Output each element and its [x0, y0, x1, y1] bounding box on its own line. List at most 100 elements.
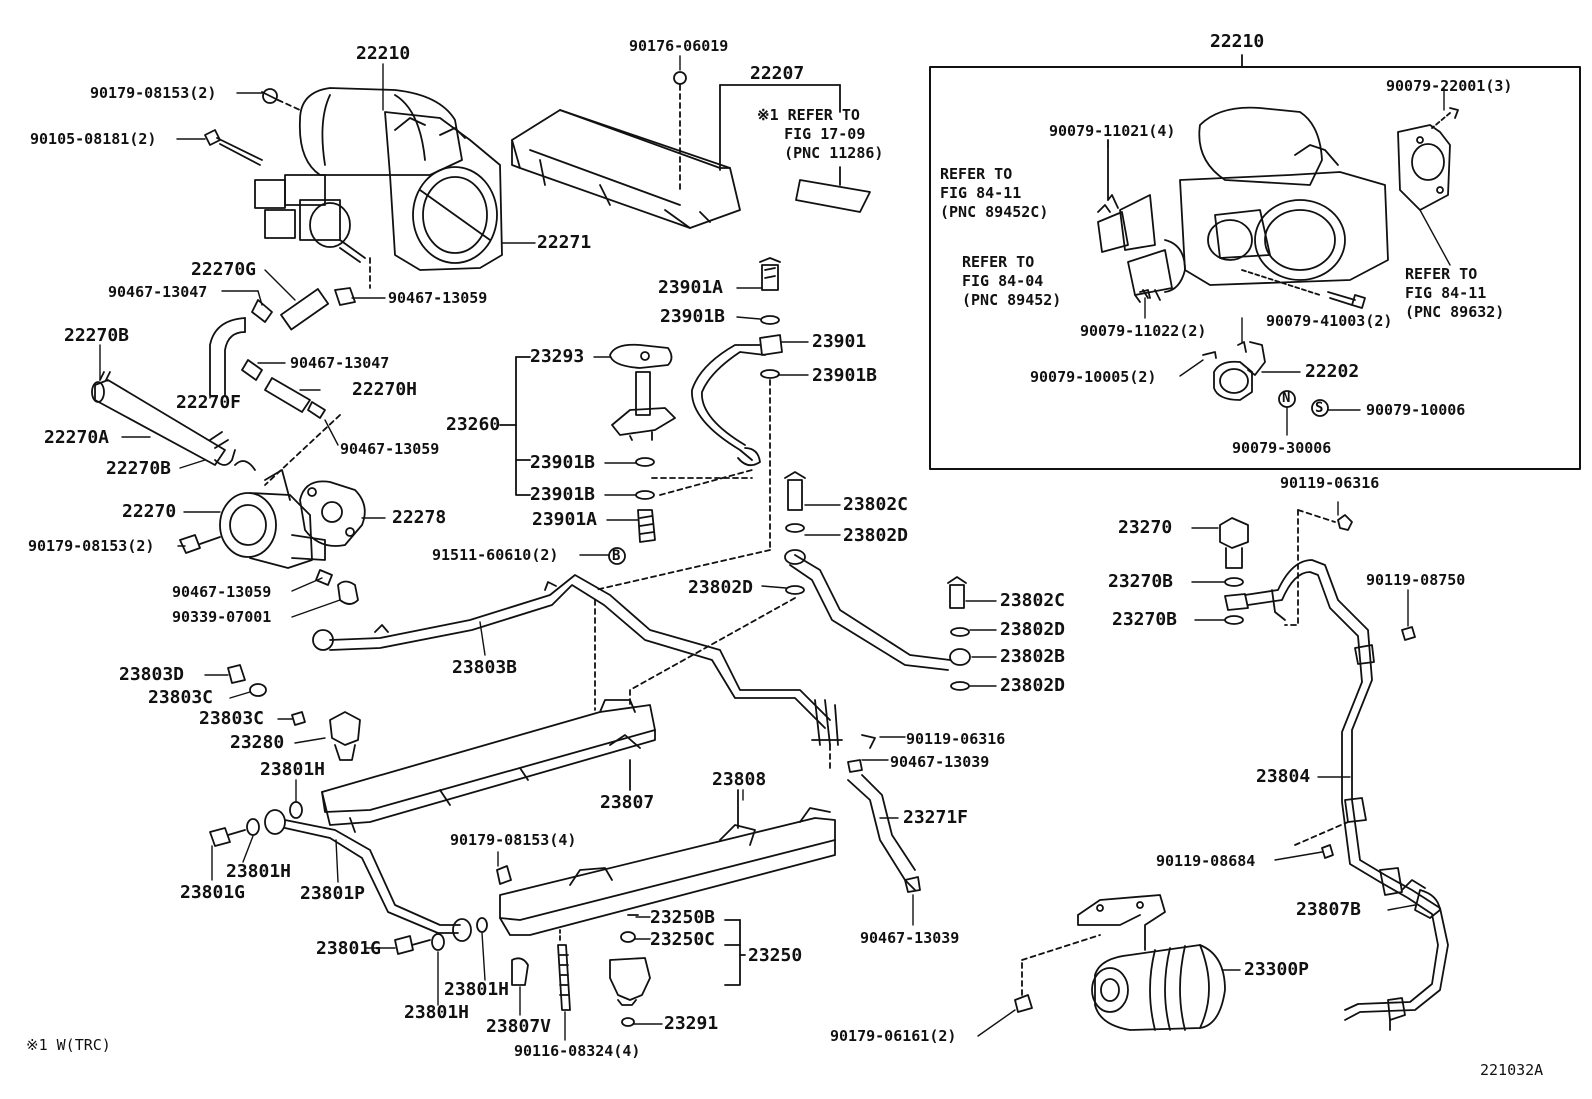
fuel-rail-23808 [499, 807, 836, 936]
label-23802b: 23802B [1000, 646, 1066, 667]
label-23300p: 23300P [1244, 959, 1310, 980]
label-23270: 23270 [1118, 517, 1173, 538]
label-90119-08684: 90119-08684 [1156, 852, 1256, 870]
label-22207: 22207 [750, 63, 805, 84]
leader-lines [99, 55, 1451, 1041]
label-23803c-b: 23803C [199, 708, 265, 729]
label-90079-41003: 90079-41003(2) [1266, 312, 1393, 330]
label-90079-10005: 90079-10005(2) [1030, 368, 1157, 386]
label-23293: 23293 [530, 346, 585, 367]
note-refer-84-11-c: REFER TO FIG 84-11 (PNC 89452C) [940, 165, 1049, 221]
throttle-body-22210 [254, 87, 503, 271]
label-90467-13047-a: 90467-13047 [108, 283, 208, 301]
label-23802d-d: 23802D [1000, 675, 1066, 696]
hose-22270f [209, 317, 246, 396]
label-23270b-a: 23270B [1108, 571, 1174, 592]
label-23250: 23250 [748, 945, 803, 966]
label-90079-22001: 90079-22001(3) [1386, 77, 1513, 95]
label-90179-06161: 90179-06161(2) [830, 1027, 957, 1045]
label-90467-13047-b: 90467-13047 [290, 354, 390, 372]
label-90079-10006: 90079-10006 [1366, 401, 1466, 419]
label-90176-06019: 90176-06019 [629, 37, 729, 55]
label-22270a: 22270A [44, 427, 110, 448]
label-23802d-c: 23802D [1000, 619, 1066, 640]
label-90467-13039-a: 90467-13039 [890, 753, 990, 771]
inset-frame [929, 66, 1581, 470]
label-23901b-r: 23901B [812, 365, 878, 386]
pipe-23801p [284, 819, 461, 926]
label-23901: 23901 [812, 331, 867, 352]
label-22270f: 22270F [176, 392, 242, 413]
label-23901a-top: 23901A [658, 277, 724, 298]
label-23807v: 23807V [486, 1016, 552, 1037]
label-23271f: 23271F [903, 807, 969, 828]
label-90467-13039-b: 90467-13039 [860, 929, 960, 947]
fuel-rail-23807 [321, 599, 656, 833]
label-23808: 23808 [712, 769, 767, 790]
diagram-id: 221032A [1480, 1061, 1544, 1079]
note-refer-84-04: REFER TO FIG 84-04 (PNC 89452) [962, 253, 1062, 309]
label-90079-11021: 90079-11021(4) [1049, 122, 1176, 140]
hose-22270g [280, 288, 330, 331]
pipe-23803b [329, 574, 831, 721]
label-22202: 22202 [1305, 361, 1360, 382]
label-23803b: 23803B [452, 657, 518, 678]
mark-s: S [1315, 400, 1324, 416]
label-23250b: 23250B [650, 907, 716, 928]
gasket-22278 [299, 480, 366, 547]
label-23802d-a: 23802D [843, 525, 909, 546]
label-23901b-l2: 23901B [530, 484, 596, 505]
label-90079-30006: 90079-30006 [1232, 439, 1332, 457]
label-90467-13059-a: 90467-13059 [388, 289, 488, 307]
footnote-trc: ※1 W(TRC) [26, 1036, 111, 1054]
label-23270b-b: 23270B [1112, 609, 1178, 630]
mark-b: B [612, 548, 621, 564]
gasket-23293 [609, 343, 673, 369]
label-23901b-l1: 23901B [530, 452, 596, 473]
label-23260: 23260 [446, 414, 501, 435]
label-23901b-top: 23901B [660, 306, 726, 327]
label-22270g: 22270G [191, 259, 257, 280]
injector-23250 [609, 957, 651, 1001]
label-23802d-b: 23802D [688, 577, 754, 598]
label-23801h-a: 23801H [260, 759, 326, 780]
label-23807: 23807 [600, 792, 655, 813]
label-22270b-top: 22270B [64, 325, 130, 346]
label-23250c: 23250C [650, 929, 716, 950]
label-23807b: 23807B [1296, 899, 1362, 920]
label-23801h-b: 23801H [226, 861, 292, 882]
damper-23300p [1077, 894, 1226, 1031]
label-22270b-mid: 22270B [106, 458, 172, 479]
label-22271: 22271 [537, 232, 592, 253]
label-23901a-bot: 23901A [532, 509, 598, 530]
vsv-22270 [219, 460, 326, 569]
label-22270: 22270 [122, 501, 177, 522]
label-90467-13059-c: 90467-13059 [172, 583, 272, 601]
label-90079-11022: 90079-11022(2) [1080, 322, 1207, 340]
label-90105-08181: 90105-08181(2) [30, 130, 157, 148]
label-90119-06316-r: 90119-06316 [1280, 474, 1380, 492]
label-23801g-b: 23801G [316, 938, 382, 959]
pipe-23901 [691, 344, 761, 461]
mark-n: N [1282, 390, 1291, 406]
note-refer-84-11-632: REFER TO FIG 84-11 (PNC 89632) [1405, 265, 1505, 321]
label-90119-06316-mid: 90119-06316 [906, 730, 1006, 748]
label-23291: 23291 [664, 1013, 719, 1034]
label-23804: 23804 [1256, 766, 1311, 787]
label-22278: 22278 [392, 507, 447, 528]
label-23801h-c: 23801H [444, 979, 510, 1000]
label-22270h: 22270H [352, 379, 418, 400]
label-90116-08324: 90116-08324(4) [514, 1042, 641, 1060]
label-23802c-b: 23802C [1000, 590, 1066, 611]
label-23801g-a: 23801G [180, 882, 246, 903]
hose-23271f [847, 774, 916, 891]
label-22210: 22210 [356, 43, 411, 64]
pipe-23802 [794, 554, 951, 661]
label-90179-08153-mid: 90179-08153(2) [28, 537, 155, 555]
label-23803d: 23803D [119, 664, 185, 685]
label-23802c-a: 23802C [843, 494, 909, 515]
pipe-23804 [1244, 559, 1449, 1021]
inset-throttle-body [1179, 106, 1389, 286]
